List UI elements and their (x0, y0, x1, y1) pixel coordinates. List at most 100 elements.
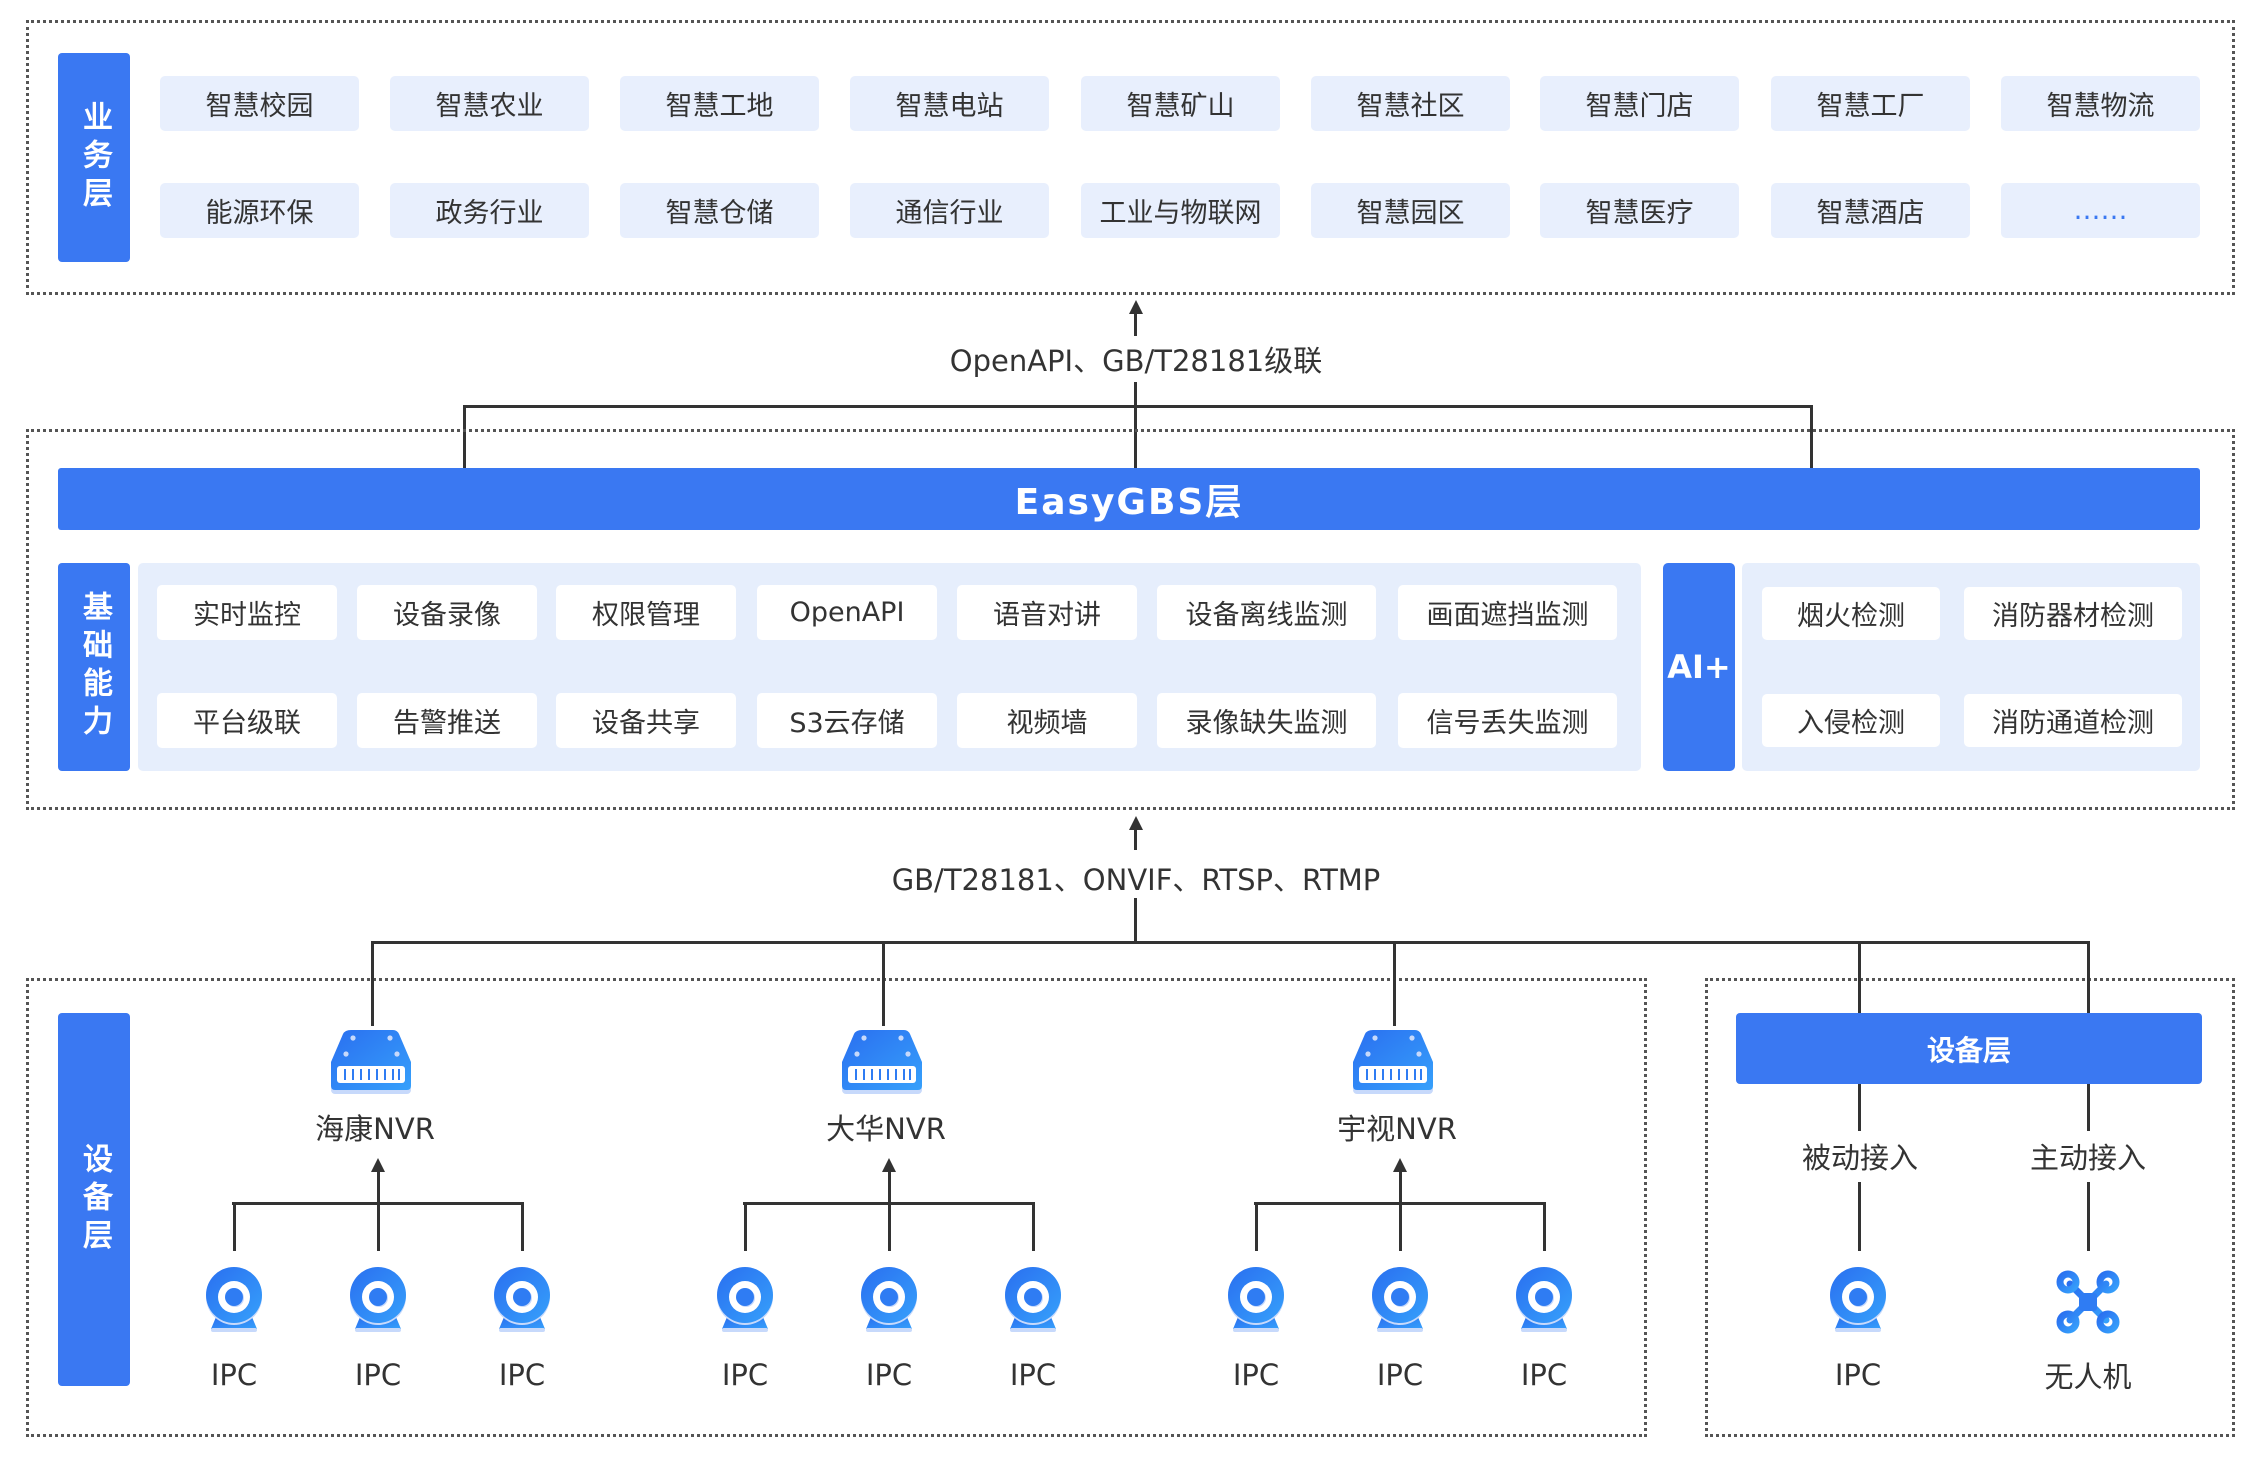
arrow-up-icon (1129, 816, 1143, 830)
business-chip: 智慧仓储 (620, 183, 819, 238)
device-layer-right-box (1705, 978, 2235, 1437)
business-chip: 能源环保 (160, 183, 359, 238)
business-chip: 智慧农业 (390, 76, 589, 131)
business-chip: …… (2001, 183, 2200, 238)
connector-line (2087, 1182, 2090, 1251)
ipc-camera-icon (1512, 1267, 1576, 1333)
basic-capability-chip: 信号丢失监测 (1398, 693, 1617, 748)
ai-capability-chip: 消防器材检测 (1964, 587, 2182, 640)
business-chip: 通信行业 (850, 183, 1049, 238)
drone-icon (2056, 1270, 2120, 1334)
connector-line (744, 1202, 747, 1251)
arrow-up-icon (371, 1158, 385, 1172)
active-access-label: 主动接入 (2029, 1141, 2147, 1175)
nvr-label: 宇视NVR (1337, 1112, 1457, 1146)
ipc-label: IPC (865, 1358, 913, 1392)
connector-line (233, 1202, 236, 1251)
connector-line (464, 405, 1813, 408)
ai-label: AI+ (1663, 563, 1735, 771)
nvr-label: 大华NVR (826, 1112, 946, 1146)
lower-link-label: GB/T28181、ONVIF、RTSP、RTMP (891, 863, 1381, 897)
nvr-icon (842, 1030, 924, 1096)
ipc-label: IPC (210, 1358, 258, 1392)
connector-line (371, 942, 374, 1026)
connector-line (1399, 1202, 1402, 1251)
business-chip: 智慧电站 (850, 76, 1049, 131)
arrow-up-icon (1129, 300, 1143, 314)
ipc-camera-icon (346, 1267, 410, 1333)
ipc-label: IPC (354, 1358, 402, 1392)
business-chip: 工业与物联网 (1081, 183, 1280, 238)
business-layer-box (26, 20, 2235, 295)
ipc-camera-icon (490, 1267, 554, 1333)
business-chip: 智慧门店 (1540, 76, 1739, 131)
drone-label: 无人机 (2044, 1360, 2132, 1394)
ipc-camera-icon (1368, 1267, 1432, 1333)
basic-capability-chip: 设备离线监测 (1157, 585, 1376, 640)
connector-line (1858, 941, 1861, 1013)
ai-capability-chip: 入侵检测 (1762, 694, 1940, 747)
ipc-camera-icon (857, 1267, 921, 1333)
ipc-label: IPC (1376, 1358, 1424, 1392)
basic-capability-chip: 告警推送 (357, 693, 537, 748)
passive-device-label: IPC (1834, 1358, 1882, 1392)
connector-line (1858, 1182, 1861, 1251)
basic-capability-chip: 视频墙 (957, 693, 1137, 748)
business-chip: 智慧社区 (1311, 76, 1510, 131)
business-chip: 智慧矿山 (1081, 76, 1280, 131)
business-chip: 智慧酒店 (1771, 183, 1970, 238)
basic-capability-chip: 语音对讲 (957, 585, 1137, 640)
nvr-label: 海康NVR (315, 1112, 435, 1146)
business-chip: 智慧园区 (1311, 183, 1510, 238)
ipc-camera-icon (1826, 1267, 1890, 1333)
upper-link-label: OpenAPI、GB/T28181级联 (949, 344, 1323, 378)
business-chip: 智慧物流 (2001, 76, 2200, 131)
device-layer-title-bar: 设备层 (1736, 1013, 2202, 1084)
connector-line (371, 941, 2090, 944)
ipc-camera-icon (202, 1267, 266, 1333)
business-chip: 智慧医疗 (1540, 183, 1739, 238)
connector-line (1858, 1084, 1861, 1131)
ipc-camera-icon (713, 1267, 777, 1333)
connector-line (888, 1202, 891, 1251)
connector-line (1393, 942, 1396, 1026)
easygbs-layer-box (26, 429, 2235, 810)
connector-line (882, 942, 885, 1026)
device-layer-label: 设备层 (58, 1013, 130, 1386)
connector-line (1134, 828, 1137, 850)
connector-line (463, 405, 466, 468)
basic-capability-chip: 平台级联 (157, 693, 337, 748)
arrow-up-icon (1393, 1158, 1407, 1172)
basic-capability-chip: 设备共享 (556, 693, 736, 748)
arrow-up-icon (882, 1158, 896, 1172)
passive-access-label: 被动接入 (1801, 1141, 1919, 1175)
business-chip: 智慧工地 (620, 76, 819, 131)
basic-capability-chip: 实时监控 (157, 585, 337, 640)
basic-capability-chip: S3云存储 (757, 693, 937, 748)
business-chip: 智慧工厂 (1771, 76, 1970, 131)
device-layer-box (26, 978, 1647, 1437)
connector-line (521, 1202, 524, 1251)
connector-line (1543, 1202, 1546, 1251)
ipc-label: IPC (498, 1358, 546, 1392)
business-layer-label: 业务层 (58, 53, 130, 262)
easygbs-title-bar: EasyGBS层 (58, 468, 2200, 530)
connector-line (1134, 382, 1137, 468)
basic-capability-chip: OpenAPI (757, 585, 937, 640)
basic-capability-chip: 设备录像 (357, 585, 537, 640)
connector-line (2087, 941, 2090, 1013)
ipc-label: IPC (721, 1358, 769, 1392)
connector-line (377, 1202, 380, 1251)
ai-capability-chip: 消防通道检测 (1964, 694, 2182, 747)
ipc-label: IPC (1232, 1358, 1280, 1392)
connector-line (1810, 405, 1813, 468)
connector-line (1255, 1202, 1258, 1251)
business-chip: 政务行业 (390, 183, 589, 238)
ipc-label: IPC (1520, 1358, 1568, 1392)
ai-capability-chip: 烟火检测 (1762, 587, 1940, 640)
business-chip: 智慧校园 (160, 76, 359, 131)
nvr-icon (1353, 1030, 1435, 1096)
ipc-camera-icon (1224, 1267, 1288, 1333)
basic-capability-chip: 录像缺失监测 (1157, 693, 1376, 748)
basic-capability-label: 基础能力 (58, 563, 130, 771)
